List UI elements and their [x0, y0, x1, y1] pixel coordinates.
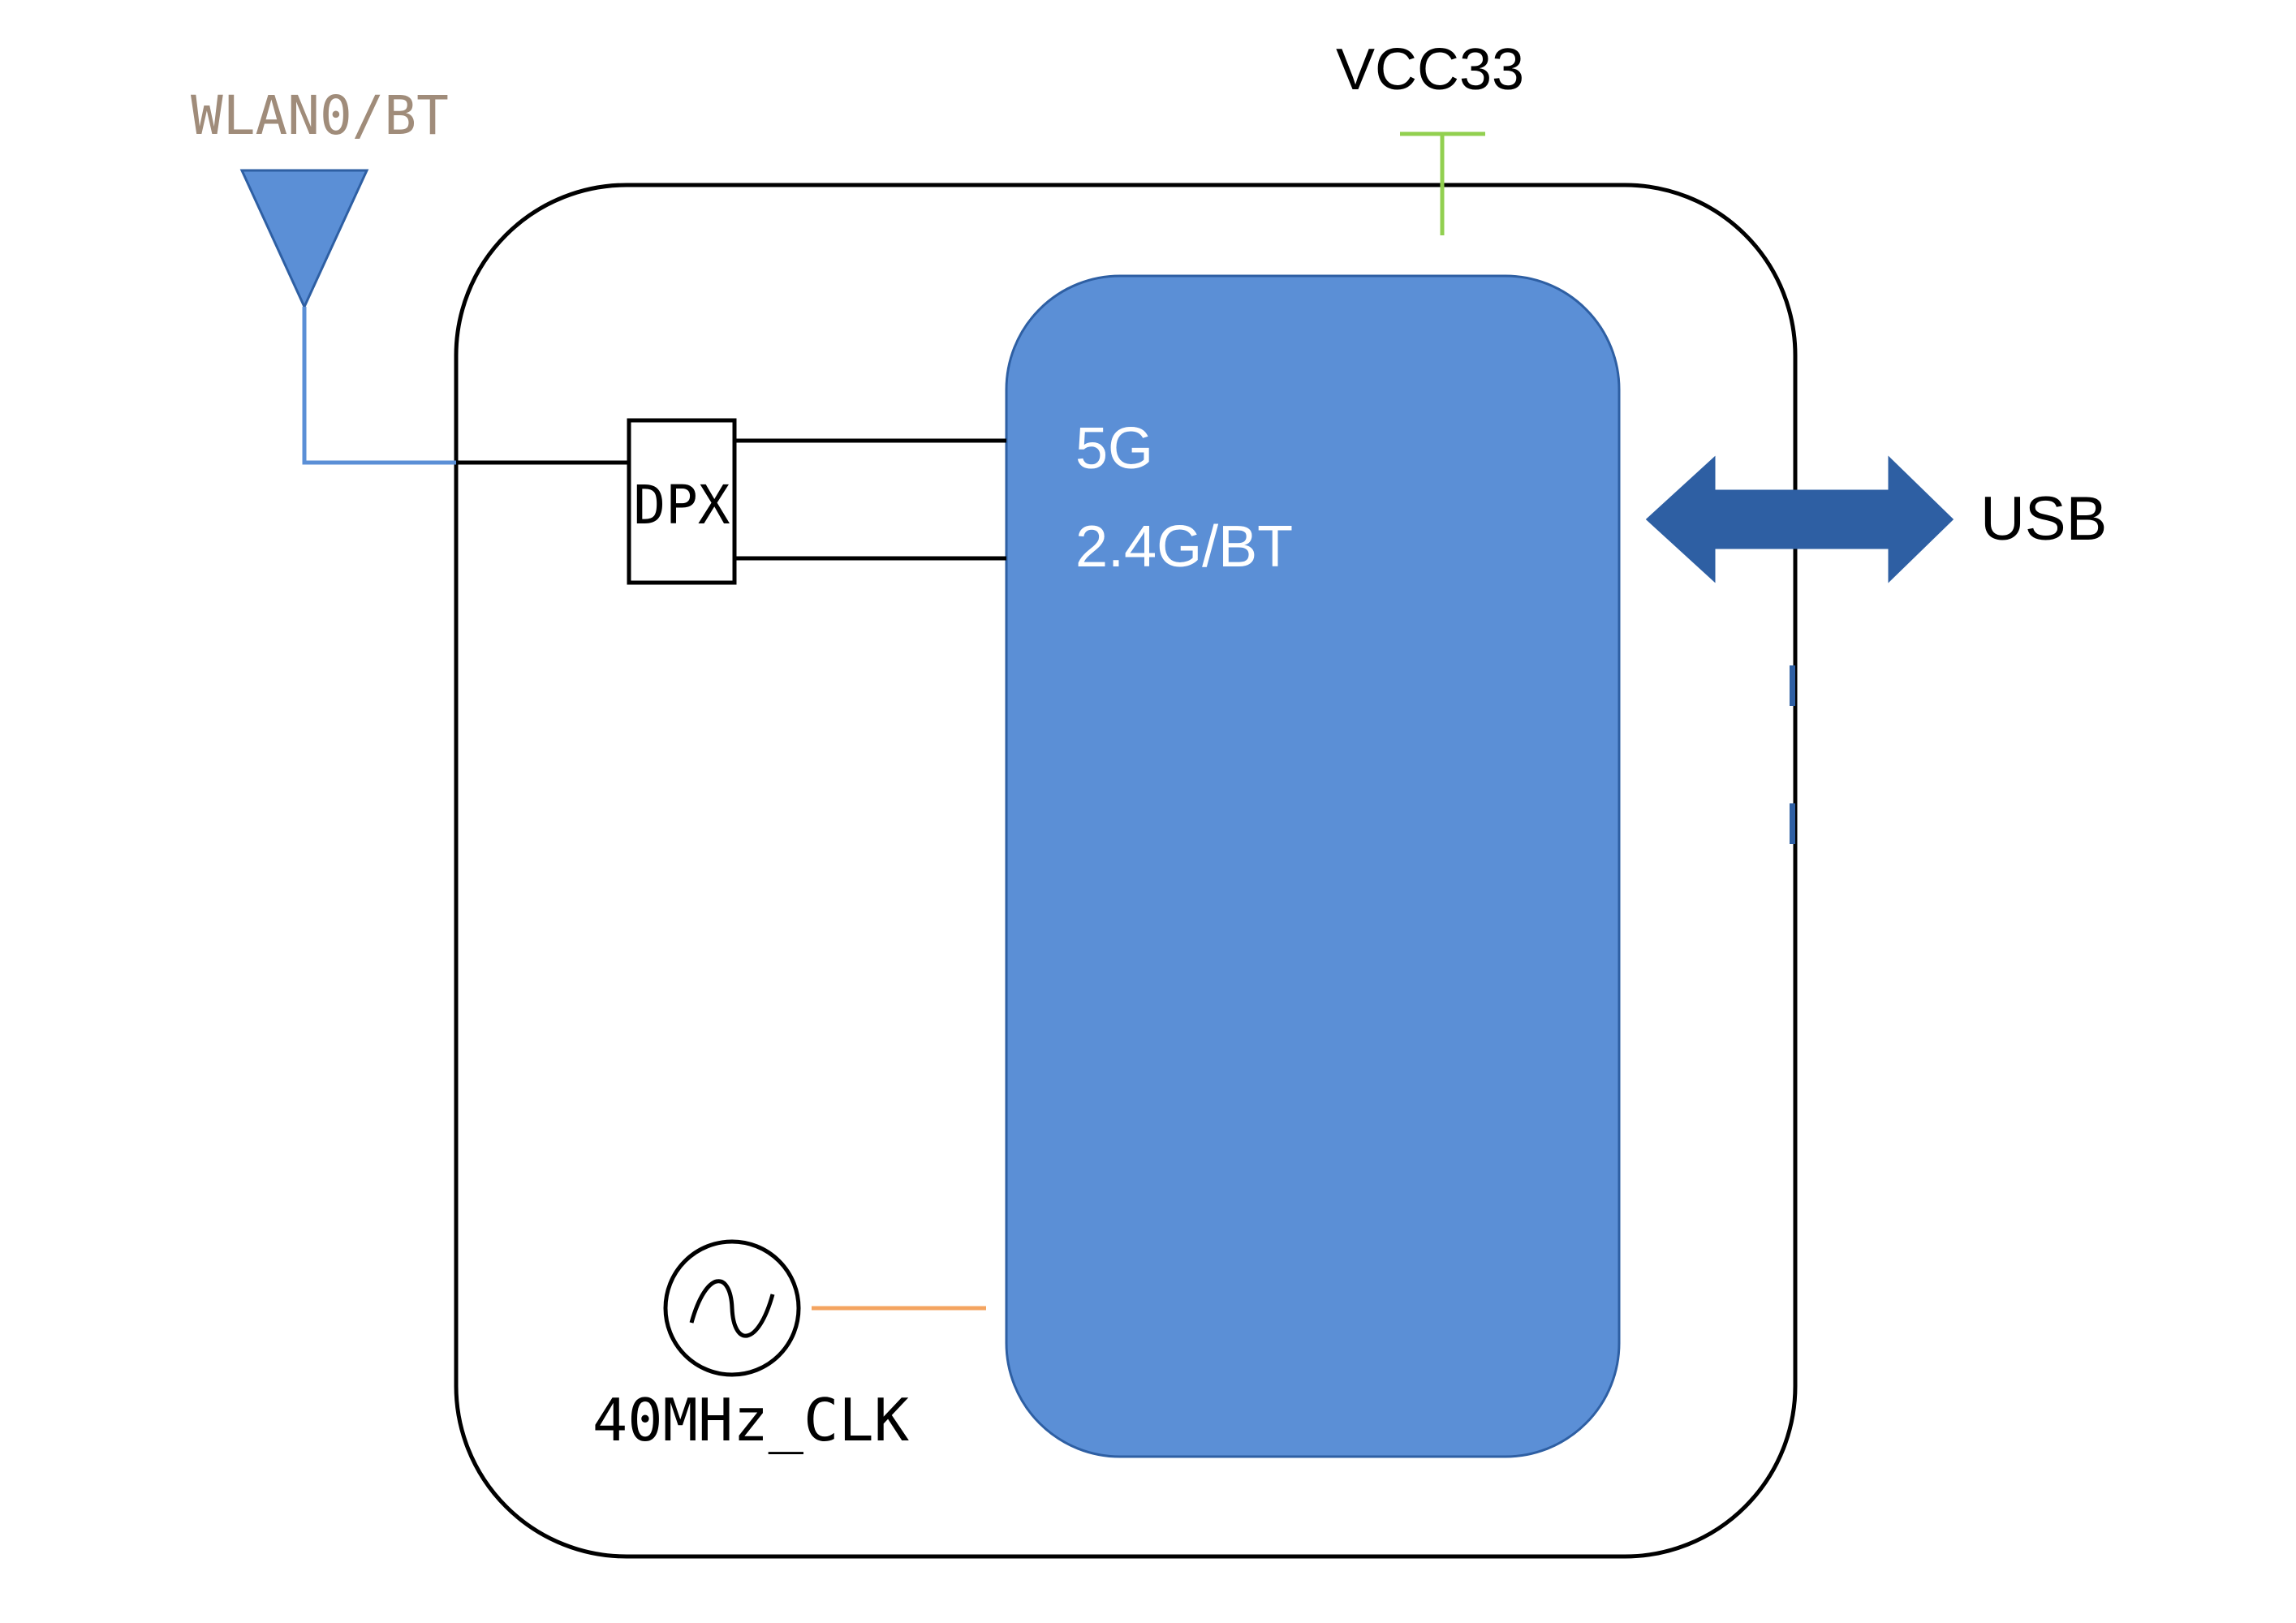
power-label: VCC33: [1336, 37, 1524, 102]
right-edge-tick: [1790, 665, 1795, 706]
clock-label: 40MHz_CLK: [592, 1386, 910, 1454]
power-rail-icon: [1400, 131, 1485, 235]
usb-double-arrow-icon: [1645, 455, 1954, 583]
duplexer-label: DPX: [633, 474, 730, 536]
usb-label: USB: [1980, 484, 2107, 553]
band-5g-label: 5G: [1075, 416, 1153, 481]
right-edge-tick: [1790, 803, 1795, 844]
oscillator-icon: [663, 1239, 801, 1377]
wifi-bt-chip: [1005, 274, 1621, 1458]
duplexer-box: [627, 418, 737, 585]
antenna-icon: [239, 169, 456, 465]
antenna-label: WLAN0/BT: [191, 84, 449, 147]
band-24g-label: 2.4G/BT: [1075, 514, 1293, 579]
